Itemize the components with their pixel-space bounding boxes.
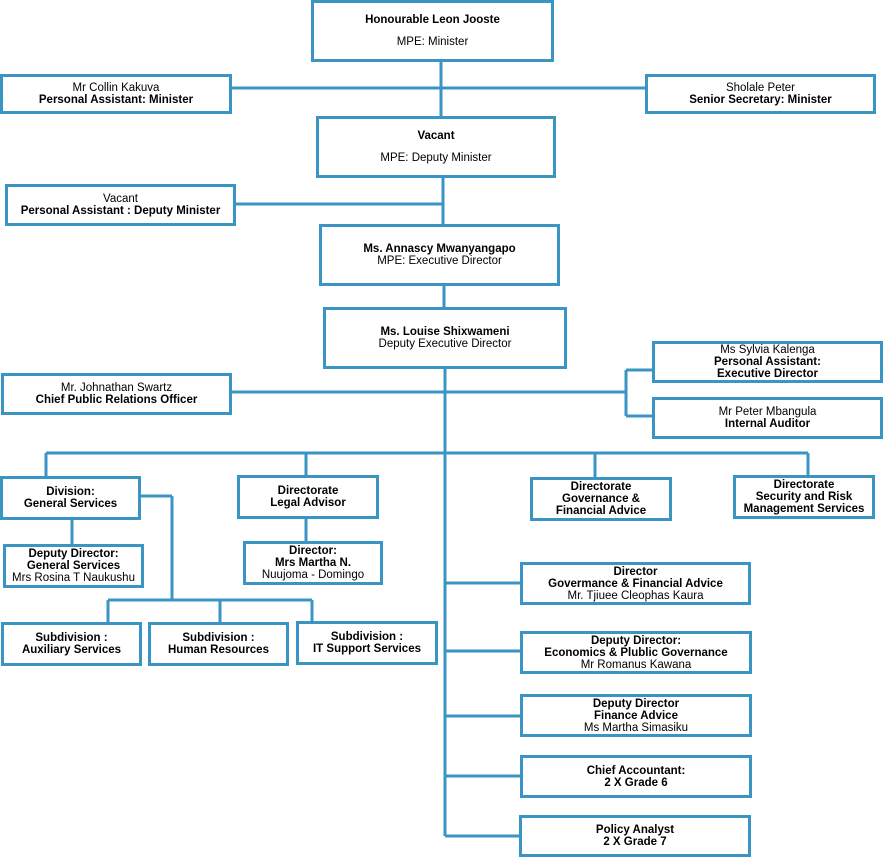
- pa-minister-name: Mr Collin Kakuva: [72, 82, 160, 94]
- legal-advisor-line2: Legal Advisor: [270, 497, 346, 509]
- director-legal-box: Director: Mrs Martha N. Nuujoma - Doming…: [243, 541, 383, 585]
- pa-deputy-minister-name: Vacant: [103, 193, 138, 205]
- director-legal-line2: Mrs Martha N.: [274, 557, 352, 569]
- executive-director-name: Ms. Annascy Mwanyangapo: [363, 243, 516, 255]
- sub-auxiliary-line2: Auxiliary Services: [21, 644, 122, 656]
- policy-analyst-line1: Policy Analyst: [595, 824, 675, 836]
- sub-auxiliary-line1: Subdivision :: [35, 632, 108, 644]
- deputy-minister-box: Vacant MPE: Deputy Minister: [316, 116, 556, 178]
- dd-finance-line1: Deputy Director: [592, 697, 680, 710]
- director-governance-name: Mr. Tjiuee Cleophas Kaura: [567, 589, 704, 602]
- legal-advisor-line1: Directorate: [277, 485, 339, 497]
- secretary-minister-title: Senior Secretary: Minister: [689, 94, 832, 106]
- dd-economics-line2: Economics & Plublic Governance: [544, 646, 728, 659]
- security-line1: Directorate: [773, 479, 835, 491]
- pa-ed-name: Ms Sylvia Kalenga: [720, 344, 815, 356]
- internal-auditor-name: Mr Peter Mbangula: [718, 406, 817, 418]
- pr-officer-title: Chief Public Relations Officer: [35, 394, 198, 406]
- director-legal-line1: Director:: [289, 545, 337, 557]
- dd-general-line1: Deputy Director:: [28, 548, 119, 560]
- minister-title: MPE: Minister: [396, 36, 469, 48]
- secretary-minister-name: Sholale Peter: [725, 82, 796, 94]
- pa-ed-title-1: Personal Assistant:: [714, 356, 821, 368]
- secretary-minister-box: Sholale Peter Senior Secretary: Minister: [645, 74, 876, 114]
- dd-general-name: Mrs Rosina T Naukushu: [12, 572, 135, 584]
- internal-auditor-title: Internal Auditor: [724, 418, 811, 430]
- general-services-box: Division: General Services: [0, 476, 141, 520]
- pr-officer-name: Mr. Johnathan Swartz: [60, 382, 173, 394]
- governance-line1: Directorate: [570, 481, 632, 493]
- general-services-line2: General Services: [23, 498, 118, 510]
- deputy-executive-director-name: Ms. Louise Shixwameni: [380, 326, 510, 338]
- sub-hr-box: Subdivision : Human Resources: [148, 622, 289, 666]
- governance-line3: Financial Advice: [555, 505, 647, 517]
- director-governance-box: Director Govermance & Financial Advice M…: [520, 562, 751, 605]
- sub-it-box: Subdivision : IT Support Services: [296, 621, 438, 665]
- governance-line2: Governance &: [562, 493, 640, 505]
- pr-officer-box: Mr. Johnathan Swartz Chief Public Relati…: [1, 373, 232, 415]
- dd-general-line2: General Services: [26, 560, 121, 572]
- director-legal-name: Nuujoma - Domingo: [261, 569, 365, 581]
- dd-economics-name: Mr Romanus Kawana: [580, 658, 692, 671]
- internal-auditor-box: Mr Peter Mbangula Internal Auditor: [652, 397, 883, 439]
- dd-economics-box: Deputy Director: Economics & Plublic Gov…: [520, 631, 752, 674]
- pa-deputy-minister-box: Vacant Personal Assistant : Deputy Minis…: [5, 184, 236, 226]
- pa-executive-director-box: Ms Sylvia Kalenga Personal Assistant: Ex…: [652, 341, 883, 383]
- minister-box: Honourable Leon Jooste MPE: Minister: [311, 0, 554, 62]
- director-governance-line2: Govermance & Financial Advice: [548, 577, 723, 590]
- sub-auxiliary-box: Subdivision : Auxiliary Services: [1, 622, 142, 666]
- security-line2: Security and Risk: [755, 491, 853, 503]
- deputy-minister-name: Vacant: [417, 130, 455, 142]
- chief-accountant-line2: 2 X Grade 6: [604, 776, 668, 789]
- executive-director-box: Ms. Annascy Mwanyangapo MPE: Executive D…: [319, 224, 560, 286]
- pa-minister-title: Personal Assistant: Minister: [38, 94, 194, 106]
- dd-general-services-box: Deputy Director: General Services Mrs Ro…: [3, 544, 144, 588]
- security-line3: Management Services: [743, 503, 865, 515]
- sub-hr-line1: Subdivision :: [182, 632, 255, 644]
- deputy-executive-director-title: Deputy Executive Director: [378, 338, 512, 350]
- dd-finance-box: Deputy Director Finance Advice Ms Martha…: [520, 694, 752, 737]
- policy-analyst-box: Policy Analyst 2 X Grade 7: [519, 815, 751, 857]
- deputy-minister-title: MPE: Deputy Minister: [380, 152, 492, 164]
- director-governance-line1: Director: [613, 565, 658, 578]
- chief-accountant-line1: Chief Accountant:: [586, 764, 686, 777]
- dd-finance-line2: Finance Advice: [594, 709, 678, 722]
- general-services-line1: Division:: [46, 486, 95, 498]
- governance-financial-box: Directorate Governance & Financial Advic…: [530, 477, 672, 521]
- executive-director-title: MPE: Executive Director: [377, 255, 502, 267]
- security-risk-box: Directorate Security and Risk Management…: [733, 475, 875, 519]
- minister-name: Honourable Leon Jooste: [365, 14, 500, 26]
- sub-hr-line2: Human Resources: [168, 644, 269, 656]
- sub-it-line2: IT Support Services: [312, 643, 421, 655]
- deputy-executive-director-box: Ms. Louise Shixwameni Deputy Executive D…: [323, 307, 567, 369]
- policy-analyst-line2: 2 X Grade 7: [603, 836, 667, 848]
- dd-economics-line1: Deputy Director:: [590, 634, 682, 647]
- pa-minister-box: Mr Collin Kakuva Personal Assistant: Min…: [0, 74, 232, 114]
- chief-accountant-box: Chief Accountant: 2 X Grade 6: [520, 755, 752, 798]
- sub-it-line1: Subdivision :: [330, 631, 404, 643]
- dd-finance-name: Ms Martha Simasiku: [583, 721, 689, 734]
- pa-ed-title-2: Executive Director: [717, 368, 818, 380]
- legal-advisor-box: Directorate Legal Advisor: [237, 475, 379, 519]
- pa-deputy-minister-title: Personal Assistant : Deputy Minister: [20, 205, 221, 217]
